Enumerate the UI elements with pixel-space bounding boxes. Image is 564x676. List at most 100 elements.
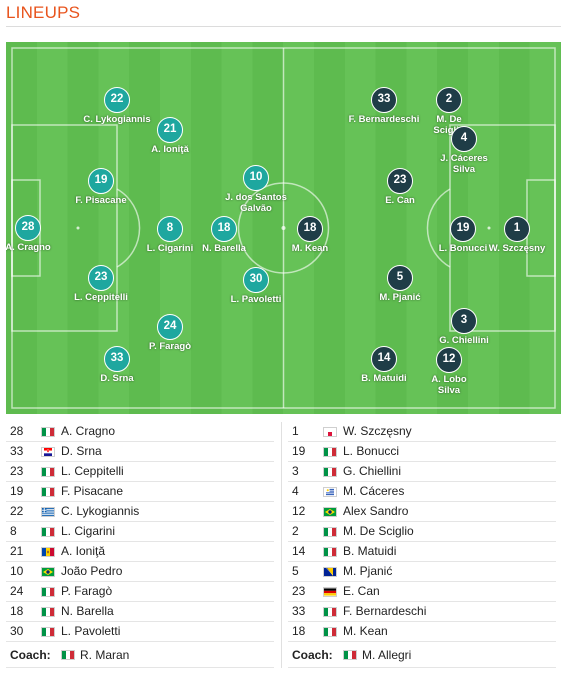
player-name: F. Bernardeschi <box>348 114 420 125</box>
shirt-number-badge: 12 <box>436 347 462 373</box>
coach-name[interactable]: R. Maran <box>80 648 130 662</box>
player-name[interactable]: M. Pjanić <box>343 564 393 578</box>
player-name: M. De Sciglio <box>433 114 465 136</box>
lineup-row[interactable]: 18 M. Kean <box>288 622 556 642</box>
italy-flag-icon <box>343 650 357 660</box>
shirt-number-badge: 19 <box>450 216 476 242</box>
player-name[interactable]: F. Bernardeschi <box>343 604 427 618</box>
italy-flag-icon <box>323 627 337 637</box>
italy-flag-icon <box>41 527 55 537</box>
shirt-number-badge: 1 <box>504 216 530 242</box>
player-name[interactable]: E. Can <box>343 584 380 598</box>
lineups-title: LINEUPS <box>6 3 81 22</box>
lineup-row[interactable]: 14 B. Matuidi <box>288 542 556 562</box>
shirt-number-badge: 33 <box>104 346 130 372</box>
player-name[interactable]: L. Pavoletti <box>61 624 121 638</box>
shirt-number: 28 <box>10 424 24 438</box>
player-name: E. Can <box>385 195 415 206</box>
shirt-number-badge: 19 <box>88 168 114 194</box>
player-name: J. dos Santos Galvão <box>225 192 287 214</box>
shirt-number-badge: 18 <box>297 216 323 242</box>
player-name[interactable]: Alex Sandro <box>343 504 409 518</box>
brazil-flag-icon <box>323 507 337 517</box>
croatia-flag-icon <box>41 447 55 457</box>
lineup-row[interactable]: 28 A. Cragno <box>6 422 274 442</box>
lineup-row[interactable]: 3 G. Chiellini <box>288 462 556 482</box>
poland-flag-icon <box>323 427 337 437</box>
player-name[interactable]: D. Srna <box>61 444 102 458</box>
italy-flag-icon <box>41 427 55 437</box>
player-name[interactable]: L. Ceppitelli <box>61 464 124 478</box>
pitch-markings <box>11 47 556 409</box>
player-name[interactable]: L. Cigarini <box>61 524 116 538</box>
lineup-row[interactable]: 10 João Pedro <box>6 562 274 582</box>
player-name[interactable]: P. Faragò <box>61 584 113 598</box>
shirt-number: 2 <box>292 524 299 538</box>
player-name[interactable]: L. Bonucci <box>343 444 400 458</box>
player-name: B. Matuidi <box>361 373 407 384</box>
player-name[interactable]: M. Cáceres <box>343 484 405 498</box>
shirt-number-badge: 24 <box>157 314 183 340</box>
shirt-number: 12 <box>292 504 306 518</box>
coach-name[interactable]: M. Allegri <box>362 648 412 662</box>
title-divider <box>6 26 561 27</box>
player-name[interactable]: F. Pisacane <box>61 484 124 498</box>
player-name: L. Ceppitelli <box>74 292 128 303</box>
player-name: G. Chiellini <box>439 335 489 346</box>
shirt-number-badge: 5 <box>387 265 413 291</box>
shirt-number-badge: 30 <box>243 267 269 293</box>
player-name: M. Pjanić <box>379 292 421 303</box>
shirt-number: 18 <box>292 624 306 638</box>
shirt-number: 10 <box>10 564 24 578</box>
player-name: C. Lykogiannis <box>83 114 151 125</box>
lineup-row[interactable]: 12 Alex Sandro <box>288 502 556 522</box>
player-name[interactable]: A. Cragno <box>61 424 116 438</box>
player-name[interactable]: G. Chiellini <box>343 464 402 478</box>
player-name: D. Srna <box>100 373 134 384</box>
lineup-row[interactable]: 1 W. Szczęsny <box>288 422 556 442</box>
player-name[interactable]: W. Szczęsny <box>343 424 412 438</box>
italy-flag-icon <box>41 487 55 497</box>
shirt-number: 3 <box>292 464 299 478</box>
player-name[interactable]: A. Ioniţă <box>61 544 106 558</box>
player-name: L. Bonucci <box>438 243 488 254</box>
coach-label: Coach: <box>292 648 333 662</box>
lineup-row[interactable]: 21 A. Ioniţă <box>6 542 274 562</box>
germany-flag-icon <box>323 587 337 597</box>
lineup-row[interactable]: 2 M. De Sciglio <box>288 522 556 542</box>
shirt-number: 21 <box>10 544 24 558</box>
player-name: F. Pisacane <box>75 195 127 206</box>
italy-flag-icon <box>323 527 337 537</box>
shirt-number: 1 <box>292 424 299 438</box>
player-name[interactable]: N. Barella <box>61 604 114 618</box>
italy-flag-icon <box>41 467 55 477</box>
player-name[interactable]: M. De Sciglio <box>343 524 414 538</box>
lineup-row[interactable]: 18 N. Barella <box>6 602 274 622</box>
player-name[interactable]: C. Lykogiannis <box>61 504 140 518</box>
shirt-number: 5 <box>292 564 299 578</box>
shirt-number: 18 <box>10 604 24 618</box>
player-name[interactable]: M. Kean <box>343 624 388 638</box>
bosnia-flag-icon <box>323 567 337 577</box>
player-name[interactable]: João Pedro <box>61 564 123 578</box>
shirt-number-badge: 23 <box>88 265 114 291</box>
player-name[interactable]: B. Matuidi <box>343 544 397 558</box>
shirt-number: 14 <box>292 544 306 558</box>
coach-label: Coach: <box>10 648 51 662</box>
italy-flag-icon <box>323 467 337 477</box>
shirt-number-badge: 2 <box>436 87 462 113</box>
shirt-number-badge: 28 <box>15 215 41 241</box>
lineup-row[interactable]: 5 M. Pjanić <box>288 562 556 582</box>
